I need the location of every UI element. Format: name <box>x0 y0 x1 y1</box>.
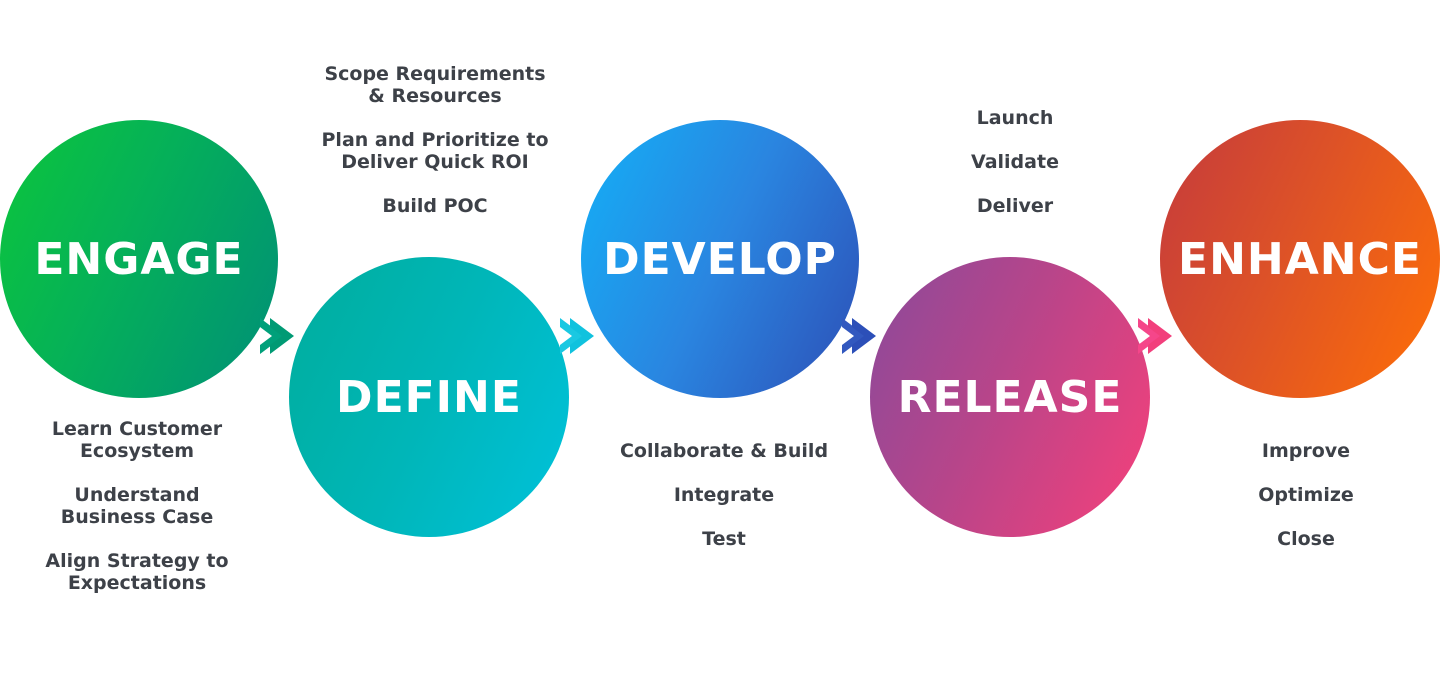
arrow-1-back-chevron <box>260 318 284 354</box>
list-item: Integrate <box>673 484 775 506</box>
arrow-4-back-chevron <box>1138 318 1162 354</box>
phase-circle-define: DEFINE <box>289 257 569 537</box>
phase-circle-engage: ENGAGE <box>0 120 278 398</box>
double-chevron-right-icon <box>260 318 294 354</box>
phase-list-define: Scope Requirements & Resources Plan and … <box>310 63 560 217</box>
phase-circle-release: RELEASE <box>870 257 1150 537</box>
phase-list-enhance: Improve Optimize Close <box>1196 440 1416 550</box>
list-item: Build POC <box>382 195 488 217</box>
phase-circle-develop: DEVELOP <box>581 120 859 398</box>
list-item: Understand Business Case <box>60 484 214 528</box>
phase-label-develop: DEVELOP <box>603 233 837 285</box>
list-item: Collaborate & Build <box>619 440 829 462</box>
phase-label-release: RELEASE <box>897 371 1123 423</box>
double-chevron-right-icon <box>560 318 594 354</box>
list-item: Launch <box>976 107 1054 129</box>
phase-label-engage: ENGAGE <box>34 233 244 285</box>
phase-list-release: Launch Validate Deliver <box>900 107 1130 217</box>
list-item: Test <box>702 528 746 550</box>
arrow-4-front-chevron <box>1148 318 1172 354</box>
list-item: Deliver <box>976 195 1054 217</box>
arrow-2-front-chevron <box>570 318 594 354</box>
list-item: Validate <box>971 151 1059 173</box>
phase-label-define: DEFINE <box>336 371 522 423</box>
list-item: Plan and Prioritize to Deliver Quick ROI <box>321 129 549 173</box>
list-item: Optimize <box>1258 484 1354 506</box>
phase-circle-enhance: ENHANCE <box>1160 120 1440 398</box>
list-item: Close <box>1277 528 1335 550</box>
double-chevron-right-icon <box>842 318 876 354</box>
arrow-3-front-chevron <box>852 318 876 354</box>
phase-list-develop: Collaborate & Build Integrate Test <box>604 440 844 550</box>
list-item: Align Strategy to Expectations <box>45 550 229 594</box>
list-item: Scope Requirements & Resources <box>324 63 546 107</box>
phase-label-enhance: ENHANCE <box>1178 233 1422 285</box>
phase-list-engage: Learn Customer Ecosystem Understand Busi… <box>27 418 247 594</box>
double-chevron-right-icon <box>1138 318 1172 354</box>
list-item: Improve <box>1261 440 1351 462</box>
arrow-3-back-chevron <box>842 318 866 354</box>
list-item: Learn Customer Ecosystem <box>51 418 223 462</box>
arrow-1-front-chevron <box>270 318 294 354</box>
arrow-2-back-chevron <box>560 318 584 354</box>
